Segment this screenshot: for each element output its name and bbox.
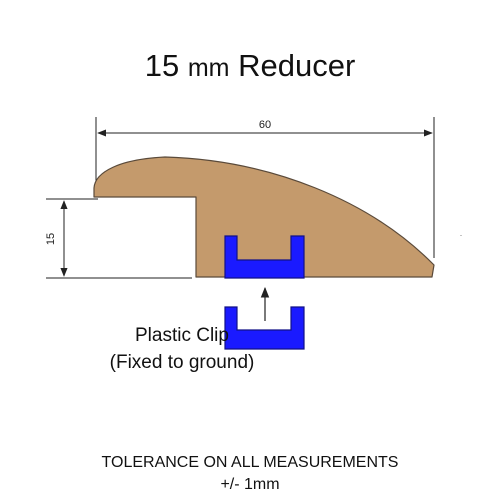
tolerance-line2: +/- 1mm <box>220 476 280 493</box>
plastic-clip-installed <box>224 235 305 279</box>
clip-callout-line2: (Fixed to ground) <box>109 352 255 373</box>
width-dimension-label: 60 <box>259 119 271 131</box>
tolerance-line1: TOLERANCE ON ALL MEASUREMENTS <box>101 454 399 471</box>
title-name: Reducer <box>238 48 356 83</box>
plastic-clip <box>224 306 305 350</box>
height-dimension-label: 15 <box>45 233 57 245</box>
clip-callout-line1: Plastic Clip <box>135 325 229 346</box>
title-unit: mm <box>187 54 230 82</box>
title-size: 15 <box>144 48 180 83</box>
tolerance-note: TOLERANCE ON ALL MEASUREMENTS +/- 1mm <box>0 452 500 496</box>
reducer-profile <box>93 156 435 278</box>
clip-callout: Plastic Clip (Fixed to ground) <box>82 322 282 376</box>
page-title: 15 mm Reducer <box>0 48 500 84</box>
